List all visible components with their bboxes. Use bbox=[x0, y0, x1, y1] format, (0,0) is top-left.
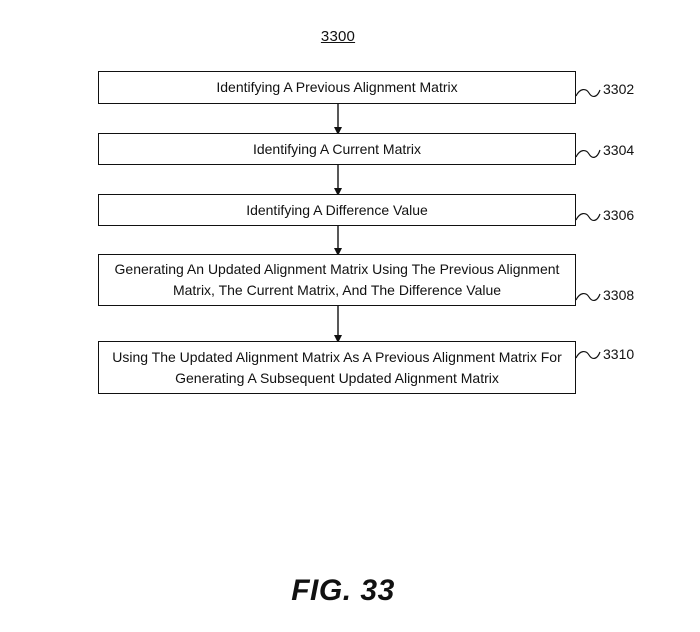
leader-3310 bbox=[575, 351, 601, 359]
step-text: Generating An Updated Alignment Matrix U… bbox=[114, 261, 560, 298]
step-box-3308: Generating An Updated Alignment Matrix U… bbox=[98, 254, 576, 306]
leader-3302 bbox=[575, 89, 601, 97]
step-text: Identifying A Previous Alignment Matrix bbox=[216, 79, 458, 95]
ref-label-3308: 3308 bbox=[603, 287, 635, 303]
step-text: Identifying A Difference Value bbox=[246, 201, 428, 218]
leader-3304 bbox=[575, 149, 601, 158]
step-text: Identifying A Current Matrix bbox=[252, 140, 422, 157]
step-box-3304: Identifying A Current Matrix bbox=[98, 133, 576, 165]
ref-label-3304: 3304 bbox=[603, 142, 635, 158]
leader-3306 bbox=[575, 213, 601, 221]
figure-caption: FIG. 33 bbox=[291, 574, 395, 607]
step-box-3306: Identifying A Difference Value bbox=[98, 194, 576, 226]
leader-3308 bbox=[575, 293, 601, 301]
step-box-3310: Using The Updated Alignment Matrix As A … bbox=[98, 341, 576, 394]
ref-label-3310: 3310 bbox=[603, 346, 635, 362]
ref-label-3302: 3302 bbox=[603, 81, 635, 97]
step-text: Using The Updated Alignment Matrix As A … bbox=[112, 348, 562, 386]
ref-label-3306: 3306 bbox=[603, 207, 635, 223]
step-box-3302: Identifying A Previous Alignment Matrix bbox=[98, 71, 576, 104]
figure-number: 3300 bbox=[320, 28, 356, 45]
